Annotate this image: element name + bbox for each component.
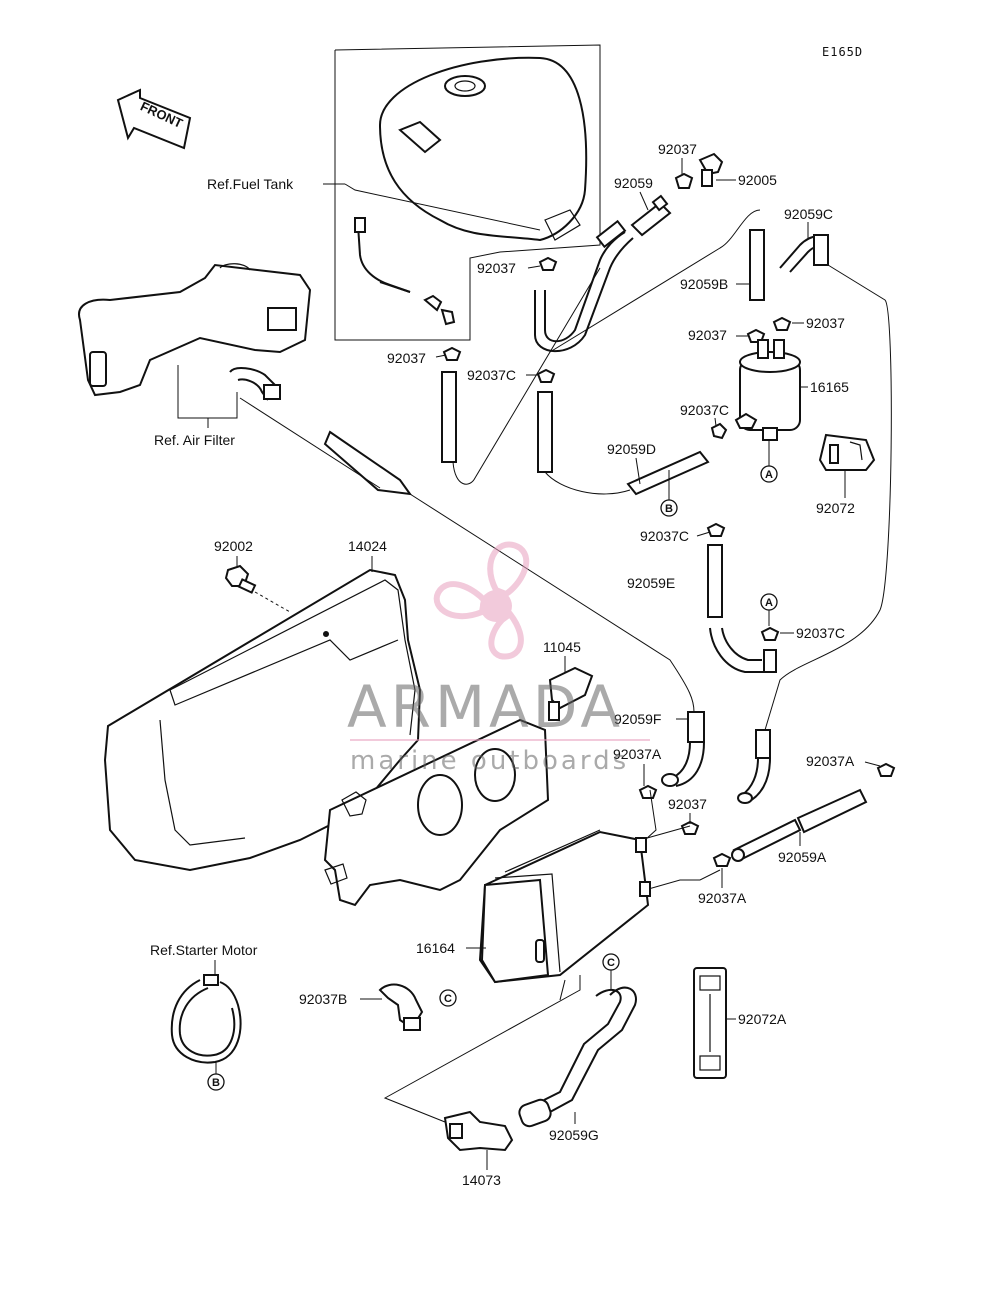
marker-c-hose: C [602, 953, 620, 971]
fuel-filter-16165 [734, 339, 801, 441]
part-label-92059: 92059 [614, 175, 653, 191]
part-label-16164: 16164 [416, 940, 455, 956]
part-label-92037-tank: 92037 [477, 260, 516, 276]
part-label-92059D: 92059D [607, 441, 656, 457]
part-label-92002: 92002 [214, 538, 253, 554]
air-filter-shroud-icon [78, 263, 312, 397]
marker-b-filter: B [660, 499, 678, 517]
clamp-92037-right [772, 316, 792, 331]
part-label-92037-bottom-tank: 92037 [387, 350, 426, 366]
clamp-92037-top [674, 172, 694, 189]
ref-fuel-tank-label: Ref.Fuel Tank [207, 176, 294, 192]
clamp-92037-low [680, 820, 700, 835]
part-label-92059F: 92059F [614, 711, 661, 727]
part-label-92037C-mid: 92037C [467, 367, 516, 383]
part-label-14073: 14073 [462, 1172, 501, 1188]
part-label-92059G: 92059G [549, 1127, 599, 1143]
fitting-92005 [698, 152, 724, 187]
watermark-tagline: marine outboards [350, 746, 629, 776]
ref-starter-motor-label: Ref.Starter Motor [150, 942, 258, 958]
part-label-92059C: 92059C [784, 206, 833, 222]
diagram-code: E165D [822, 45, 863, 59]
clamp-92037C-e [706, 522, 726, 537]
part-label-92059A: 92059A [778, 849, 827, 865]
part-label-92037-left: 92037 [688, 327, 727, 343]
svg-text:C: C [607, 957, 615, 969]
part-label-92037A-low: 92037A [698, 890, 747, 906]
part-label-92059B: 92059B [680, 276, 728, 292]
part-label-92037-right: 92037 [806, 315, 845, 331]
propeller-logo-icon [433, 541, 530, 660]
clamp-92037A-right [876, 762, 896, 777]
front-arrow-icon: FRONT [116, 88, 192, 150]
hose-right-canister [737, 729, 771, 804]
hose-92059 [630, 194, 672, 237]
hose-92059B [749, 229, 765, 301]
marker-a-lower: A [760, 593, 778, 611]
svg-text:A: A [765, 597, 773, 609]
svg-text:A: A [765, 469, 773, 481]
hose-vertical-left [441, 371, 457, 463]
part-label-11045: 11045 [543, 639, 581, 655]
clamp-92037A-mid [638, 784, 658, 799]
clamp-92037C-filter [710, 422, 728, 440]
hose-92059E [707, 544, 777, 673]
hose-92059F [661, 711, 705, 787]
part-label-92072A: 92072A [738, 1011, 787, 1027]
clamp-92037A-low [712, 852, 732, 867]
marker-b-band: B [207, 1073, 225, 1091]
canister-16164 [478, 829, 651, 984]
svg-text:B: B [212, 1077, 220, 1089]
part-label-92037C-filter: 92037C [680, 402, 729, 418]
clamp-92037C-mid [536, 368, 556, 383]
marker-a-top: A [760, 465, 778, 483]
part-label-92037A-mid: 92037A [613, 746, 662, 762]
part-label-92037B: 92037B [299, 991, 347, 1007]
fuel-tank-icon [378, 56, 588, 242]
fuel-tank-ref-group [334, 44, 601, 341]
part-label-92037A-right: 92037A [806, 753, 855, 769]
bracket-92072 [818, 433, 876, 471]
svg-text:C: C [444, 993, 452, 1005]
part-label-92005: 92005 [738, 172, 777, 188]
watermark-brand: ARMADA [347, 673, 624, 741]
part-label-14024: 14024 [348, 538, 387, 554]
hose-92059A [731, 788, 868, 862]
part-label-16165: 16165 [810, 379, 849, 395]
hose-92059G [518, 986, 637, 1128]
clamp-92037-tank [538, 256, 558, 271]
air-filter-ref-group [78, 263, 312, 401]
hose-air-filter [323, 430, 413, 496]
marker-c-clamp: C [439, 989, 457, 1007]
part-label-92037-top: 92037 [658, 141, 697, 157]
part-label-92037-low: 92037 [668, 796, 707, 812]
fitting-14073 [443, 1110, 514, 1152]
ref-air-filter-label: Ref. Air Filter [154, 432, 235, 448]
hose-92059C [779, 234, 829, 273]
bolt-92002 [224, 564, 257, 594]
strap-92072A [693, 967, 727, 1079]
clamp-92037B [378, 983, 424, 1031]
hose-92059D [626, 450, 710, 496]
part-label-92072: 92072 [816, 500, 855, 516]
part-label-92059E: 92059E [627, 575, 675, 591]
starter-motor-band [170, 974, 242, 1064]
part-label-92037C-lower: 92037C [796, 625, 845, 641]
part-label-92037C-e: 92037C [640, 528, 689, 544]
clamp-92037-bottom-tank [442, 346, 462, 361]
armada-watermark: ARMADA marine outboards [347, 541, 650, 776]
clamp-92037C-lower [760, 626, 780, 641]
svg-text:B: B [665, 503, 673, 515]
bracket-11045 [323, 666, 594, 907]
hose-vertical-right [537, 391, 553, 473]
